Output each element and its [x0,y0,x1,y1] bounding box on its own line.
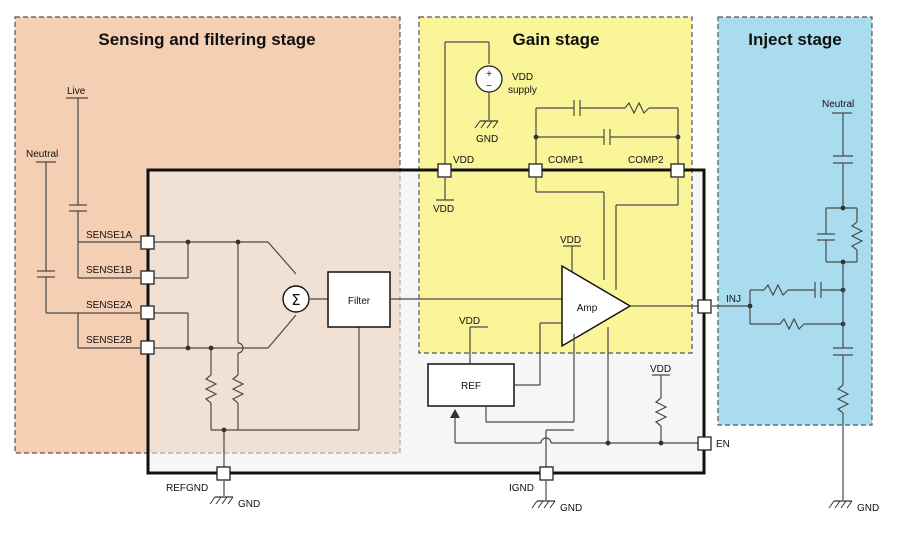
vdd-supply-label-2: supply [508,85,537,96]
pin-sense1a [140,235,155,250]
sensing-stage-title: Sensing and filtering stage [98,30,315,49]
gain-gnd-label: GND [476,134,498,145]
pin-label-sense1a: SENSE1A [86,230,132,241]
pin-comp1 [528,163,543,178]
filter-label: Filter [348,296,371,307]
inject-stage-region [717,16,873,426]
pin-sense1b [140,270,155,285]
amp-vdd-label: VDD [560,235,581,246]
pin-label-comp2: COMP2 [628,155,664,166]
pin-label-refgnd: REFGND [166,483,208,494]
ref-block [427,363,515,407]
pin-label-vdd: VDD [453,155,474,166]
gain-stage-region [418,16,693,354]
pin-label-ignd: IGND [509,483,534,494]
pin-label-inj: INJ [726,294,741,305]
pin-label-en: EN [716,439,730,450]
neutral-label-right: Neutral [822,99,854,110]
live-label: Live [67,86,86,97]
ref-vdd-label: VDD [459,316,480,327]
supply-plus: + [486,69,492,80]
sigma-symbol: Σ [291,291,300,309]
neutral-label-left: Neutral [26,149,58,160]
pin-label-sense1b: SENSE1B [86,265,132,276]
chip-outline [146,168,706,475]
vdd-supply-label-1: VDD [512,72,533,83]
amp-label: Amp [577,303,598,314]
pin-vdd [437,163,452,178]
en-vdd-label: VDD [650,364,671,375]
vdd-label-below-pin: VDD [433,204,454,215]
pin-refgnd [216,466,231,481]
pin-label-sense2a: SENSE2A [86,300,132,311]
pin-en [697,436,712,451]
pin-inj [697,299,712,314]
supply-minus: − [486,81,492,92]
pin-label-sense2b: SENSE2B [86,335,132,346]
inject-stage-title: Inject stage [748,30,842,49]
inject-gnd-label: GND [857,503,879,514]
ignd-gnd-label: GND [560,503,582,514]
pin-sense2a [140,305,155,320]
pin-sense2b [140,340,155,355]
ref-label: REF [461,381,481,392]
pin-comp2 [670,163,685,178]
amp-block [561,264,632,348]
gain-stage-title: Gain stage [513,30,600,49]
pin-label-comp1: COMP1 [548,155,584,166]
refgnd-gnd-label: GND [238,499,260,510]
pin-ignd [539,466,554,481]
